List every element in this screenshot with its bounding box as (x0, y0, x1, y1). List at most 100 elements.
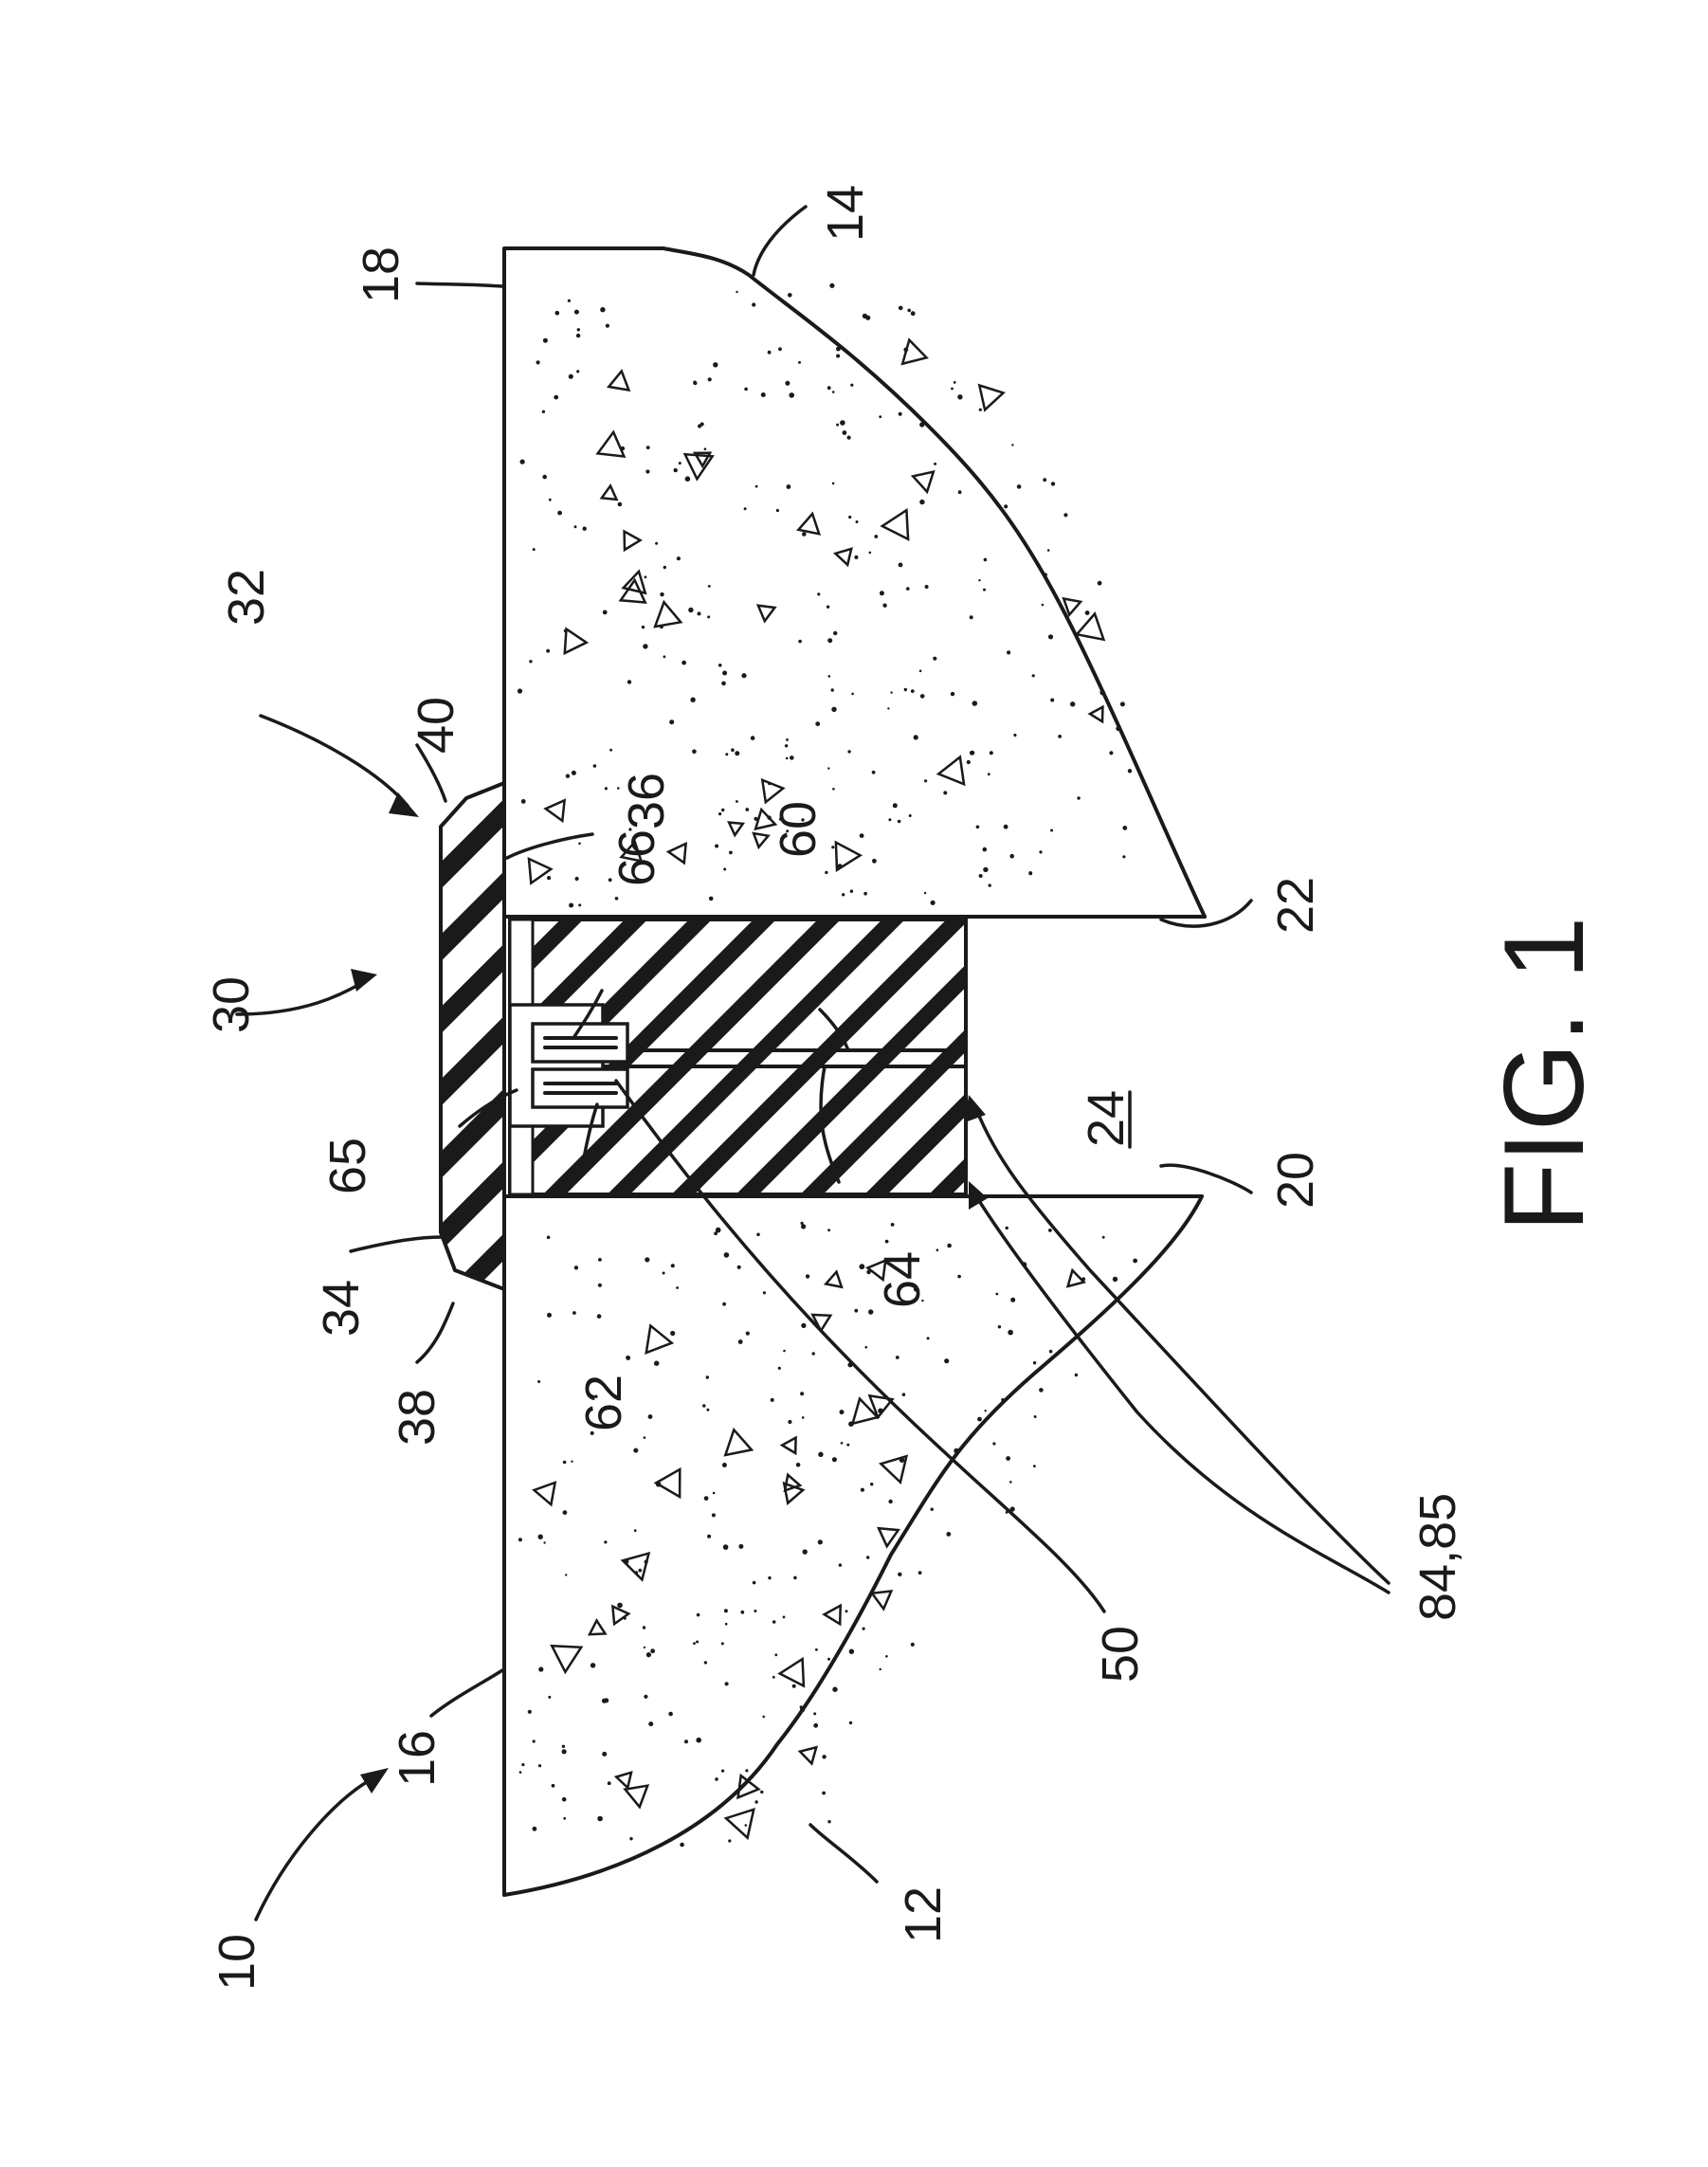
aggregate-speck (654, 1361, 659, 1366)
aggregate-speck (979, 409, 982, 411)
aggregate-speck (562, 1749, 567, 1754)
aggregate-speck (888, 1500, 892, 1503)
label-40: 40 (408, 697, 464, 754)
aggregate-speck (533, 1827, 537, 1831)
aggregate-speck (863, 314, 867, 319)
aggregate-stone (758, 606, 775, 621)
aggregate-speck (827, 638, 832, 643)
aggregate-speck (542, 410, 545, 413)
aggregate-speck (633, 1448, 638, 1453)
aggregate-speck (802, 1416, 805, 1419)
aggregate-speck (563, 1510, 568, 1515)
aggregate-speck (899, 412, 902, 416)
aggregate-speck (841, 1442, 844, 1445)
aggregate-speck (562, 1745, 565, 1748)
aggregate-speck (863, 892, 867, 896)
aggregate-stone (835, 549, 851, 565)
aggregate-speck (768, 1576, 771, 1579)
aggregate-speck (934, 463, 936, 465)
aggregate-stone (729, 823, 743, 835)
aggregate-speck (880, 591, 884, 595)
aggregate-speck (740, 1611, 744, 1614)
aggregate-speck (688, 608, 693, 612)
aggregate-speck (712, 1513, 716, 1517)
aggregate-speck (898, 1573, 901, 1576)
aggregate-speck (840, 1410, 845, 1414)
aggregate-speck (1039, 1388, 1044, 1393)
aggregate-speck (951, 692, 954, 696)
aggregate-speck (762, 1716, 765, 1719)
aggregate-speck (920, 694, 925, 699)
aggregate-speck (831, 707, 836, 712)
aggregate-speck (976, 826, 980, 829)
aggregate-speck (983, 847, 988, 852)
aggregate-speck (722, 1302, 726, 1306)
aggregate-speck (668, 1712, 673, 1717)
aggregate-speck (1133, 1259, 1137, 1264)
label-22: 22 (1267, 877, 1324, 934)
aggregate-speck (677, 556, 681, 560)
aggregate-speck (598, 1258, 602, 1262)
aggregate-speck (644, 1647, 645, 1648)
aggregate-stone (762, 780, 783, 802)
aggregate-speck (919, 670, 922, 673)
aggregate-speck (1085, 610, 1090, 615)
aggregate-speck (979, 874, 983, 878)
aggregate-speck (860, 833, 864, 838)
aggregate-speck (681, 661, 686, 665)
aggregate-speck (645, 575, 647, 578)
aggregate-speck (696, 1641, 699, 1644)
aggregate-speck (1029, 871, 1032, 874)
aggregate-speck (778, 1367, 781, 1370)
aggregate-stone (1077, 614, 1103, 640)
aggregate-speck (891, 1223, 895, 1227)
aggregate-speck (919, 422, 924, 427)
aggregate-speck (538, 1535, 543, 1539)
aggregate-speck (574, 525, 577, 528)
aggregate-speck (869, 552, 872, 555)
aggregate-speck (946, 1532, 951, 1537)
aggregate-speck (546, 649, 550, 653)
aggregate-speck (760, 1791, 763, 1794)
aggregate-speck (836, 355, 840, 358)
aggregate-speck (609, 749, 612, 752)
aggregate-speck (600, 307, 605, 312)
aggregate-stone (826, 1272, 842, 1287)
aggregate-speck (833, 631, 837, 635)
aggregate-stone (535, 1483, 555, 1504)
aggregate-speck (721, 1642, 724, 1645)
aggregate-speck (578, 843, 581, 846)
aggregate-speck (555, 311, 560, 316)
aggregate-speck (1098, 581, 1102, 586)
aggregate-speck (685, 476, 691, 482)
aggregate-speck (839, 1563, 842, 1566)
aggregate-speck (670, 1331, 675, 1336)
aggregate-speck (593, 764, 597, 768)
aggregate-speck (845, 1610, 848, 1612)
aggregate-speck (778, 347, 782, 351)
aggregate-speck (899, 306, 903, 311)
aggregate-speck (847, 436, 851, 440)
aggregate-speck (880, 1668, 881, 1670)
aggregate-speck (707, 1535, 711, 1539)
label-12: 12 (895, 1886, 952, 1943)
aggregate-speck (786, 738, 789, 741)
aggregate-speck (815, 721, 820, 726)
aggregate-speck (566, 774, 570, 778)
aggregate-speck (832, 788, 835, 791)
aggregate-speck (704, 1661, 707, 1664)
aggregate-speck (663, 1272, 665, 1275)
aggregate-stone (529, 859, 551, 883)
aggregate-speck (674, 468, 678, 472)
aggregate-speck (645, 1257, 649, 1262)
aggregate-speck (676, 1286, 679, 1289)
aggregate-speck (738, 1544, 743, 1549)
aggregate-speck (698, 611, 701, 615)
aggregate-speck (768, 351, 772, 355)
aggregate-speck (605, 787, 608, 790)
aggregate-speck (519, 1771, 522, 1774)
aggregate-speck (547, 1313, 552, 1318)
aggregate-speck (992, 1442, 995, 1445)
aggregate-speck (772, 1620, 776, 1624)
